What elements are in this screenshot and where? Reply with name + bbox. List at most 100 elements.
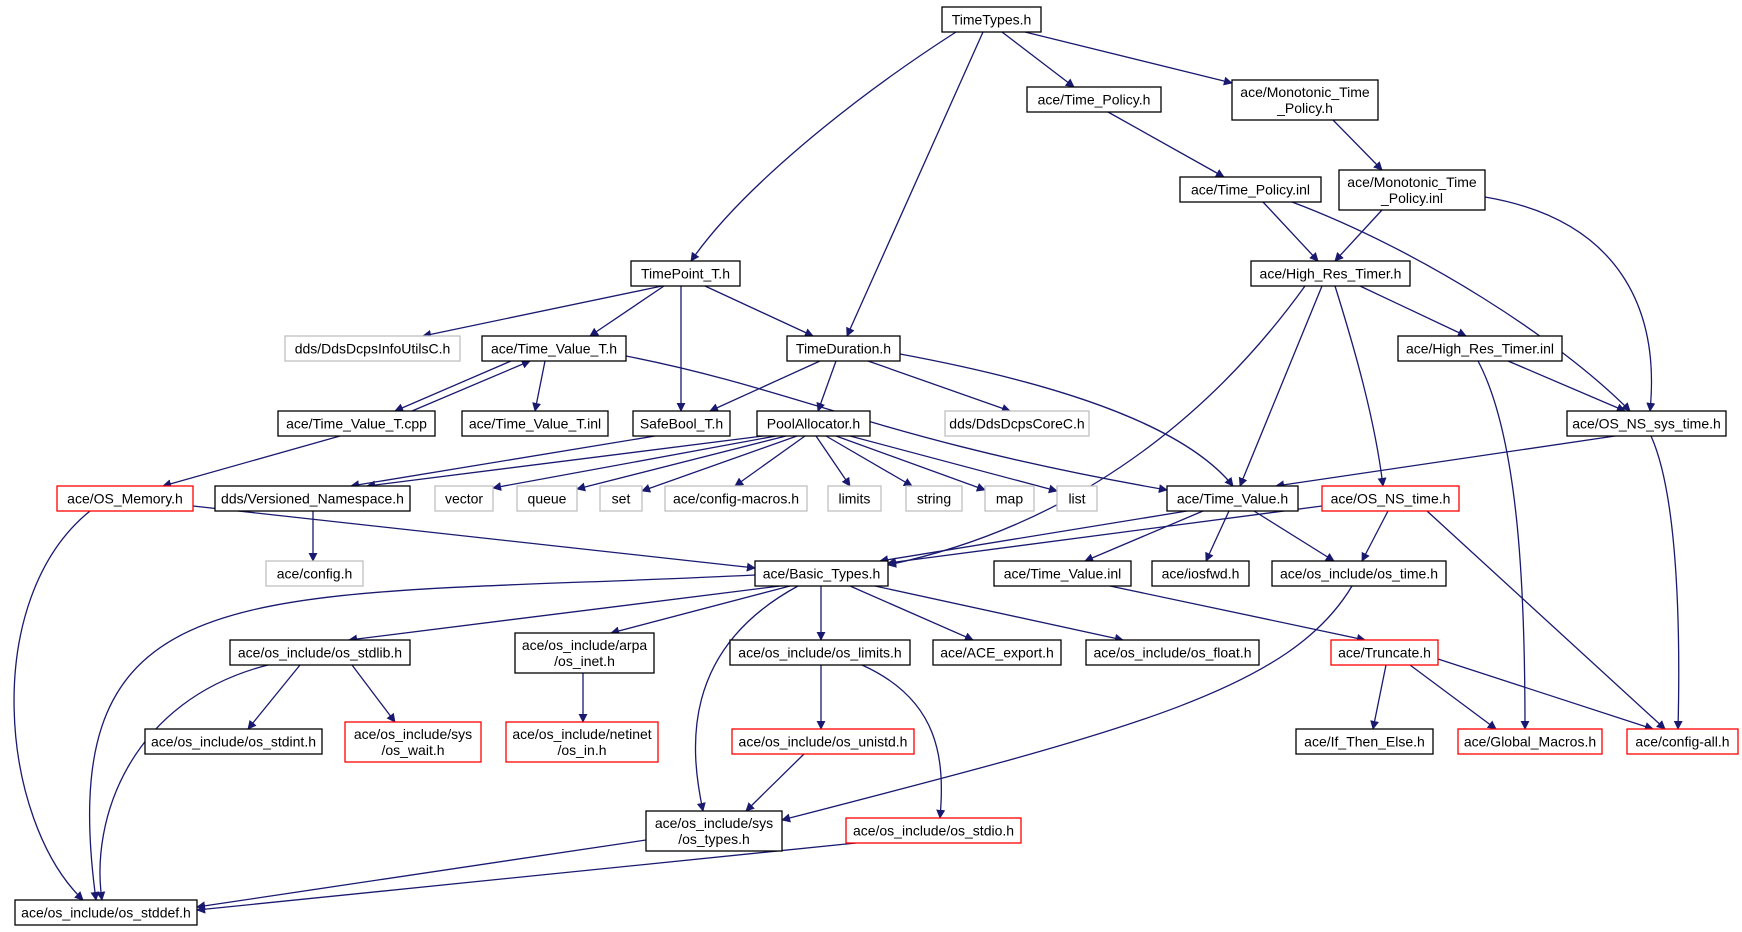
node-ace-os-include-os-stdint-h[interactable]: ace/os_include/os_stdint.h <box>144 728 323 755</box>
node-label-line: list <box>1068 491 1085 507</box>
node-timeduration-h[interactable]: TimeDuration.h <box>786 335 901 362</box>
node-label-line: dds/DdsDcpsCoreC.h <box>949 416 1084 432</box>
edge-ace-os-include-os-stdlib-h-to-ace-os-include-sys-os-wait-h <box>351 664 396 723</box>
node-label-line: dds/DdsDcpsInfoUtilsC.h <box>295 341 451 357</box>
node-ace-time-value-inl[interactable]: ace/Time_Value.inl <box>993 560 1132 587</box>
node-ace-os-ns-sys-time-h[interactable]: ace/OS_NS_sys_time.h <box>1566 410 1727 437</box>
node-box <box>845 817 1022 844</box>
node-ace-config-macros-h[interactable]: ace/config-macros.h <box>664 485 808 512</box>
node-box <box>632 410 731 437</box>
node-ace-time-value-h[interactable]: ace/Time_Value.h <box>1166 485 1299 512</box>
edge-ace-basic-types-h-to-ace-os-include-arpa-os-inet-h <box>610 585 791 636</box>
edge-ace-os-memory-h-to-ace-os-include-os-stddef-h <box>13 510 91 901</box>
node-box <box>1026 86 1162 113</box>
node-timepoint-t-h[interactable]: TimePoint_T.h <box>630 260 741 287</box>
node-limits[interactable]: limits <box>827 485 882 512</box>
node-label-line: ace/iosfwd.h <box>1162 566 1240 582</box>
node-ace-os-include-os-stdio-h[interactable]: ace/os_include/os_stdio.h <box>845 817 1022 844</box>
node-ace-config-all-h[interactable]: ace/config-all.h <box>1626 728 1739 755</box>
node-dds-ddsdcpsinfoutilsc-h[interactable]: dds/DdsDcpsInfoUtilsC.h <box>284 335 461 362</box>
node-label-line: SafeBool_T.h <box>640 416 723 432</box>
edge-ace-monotonic-time-policy-inl-to-ace-os-ns-sys-time-h <box>1484 196 1656 412</box>
node-label-line: ace/config-macros.h <box>673 491 799 507</box>
node-vector[interactable]: vector <box>434 485 494 512</box>
node-label-line: string <box>917 491 951 507</box>
edge-poolallocator-h-to-list <box>849 435 1058 494</box>
node-box <box>1056 485 1098 512</box>
node-ace-monotonic-time-policy-h[interactable]: ace/Monotonic_Time_Policy.h <box>1231 79 1379 121</box>
edge-ace-os-ns-time-h-to-ace-basic-types-h <box>887 505 1323 567</box>
node-ace-os-include-os-limits-h[interactable]: ace/os_include/os_limits.h <box>729 639 911 666</box>
node-ace-time-policy-inl[interactable]: ace/Time_Policy.inl <box>1179 176 1322 203</box>
node-ace-time-value-t-inl[interactable]: ace/Time_Value_T.inl <box>461 410 609 437</box>
node-ace-os-memory-h[interactable]: ace/OS_Memory.h <box>56 485 194 512</box>
node-label-line: ace/Monotonic_Time <box>1347 174 1477 190</box>
node-label-line: ace/os_include/os_stdint.h <box>151 734 316 750</box>
node-ace-monotonic-time-policy-inl[interactable]: ace/Monotonic_Time_Policy.inl <box>1338 169 1486 211</box>
node-box <box>1457 728 1603 755</box>
node-box <box>284 335 461 362</box>
edge-timeduration-h-to-dds-ddsdcpscorec-h <box>867 360 1011 413</box>
node-ace-high-res-timer-inl[interactable]: ace/High_Res_Timer.inl <box>1397 335 1563 362</box>
node-safebool-t-h[interactable]: SafeBool_T.h <box>632 410 731 437</box>
node-string[interactable]: string <box>905 485 963 512</box>
edge-poolallocator-h-to-string <box>825 435 913 487</box>
edge-ace-time-value-t-cpp-to-ace-os-memory-h <box>162 435 341 489</box>
edge-ace-os-ns-sys-time-h-to-ace-time-value-h <box>1275 435 1616 490</box>
node-ace-global-macros-h[interactable]: ace/Global_Macros.h <box>1457 728 1603 755</box>
edge-ace-truncate-h-to-ace-if-then-else-h <box>1370 664 1387 730</box>
node-label-line: ace/Time_Value.inl <box>1004 566 1122 582</box>
edge-ace-basic-types-h-to-ace-os-include-os-stdlib-h <box>348 585 781 644</box>
node-ace-os-ns-time-h[interactable]: ace/OS_NS_time.h <box>1321 485 1460 512</box>
node-ace-os-include-os-time-h[interactable]: ace/os_include/os_time.h <box>1271 560 1447 587</box>
node-queue[interactable]: queue <box>516 485 578 512</box>
node-ace-os-include-netinet-os-in-h[interactable]: ace/os_include/netinet/os_in.h <box>505 721 659 763</box>
node-label-line: vector <box>445 491 483 507</box>
node-ace-os-include-os-stddef-h[interactable]: ace/os_include/os_stddef.h <box>14 899 198 926</box>
node-ace-os-include-os-unistd-h[interactable]: ace/os_include/os_unistd.h <box>731 728 915 755</box>
node-label-line: ace/os_include/os_limits.h <box>738 645 901 661</box>
node-ace-if-then-else-h[interactable]: ace/If_Then_Else.h <box>1295 728 1434 755</box>
node-dds-ddsdcpscorec-h[interactable]: dds/DdsDcpsCoreC.h <box>944 410 1090 437</box>
edge-ace-os-include-os-time-h-to-ace-os-include-sys-os-types-h <box>781 585 1353 823</box>
node-map[interactable]: map <box>984 485 1035 512</box>
node-box <box>731 728 915 755</box>
node-label-line: ace/os_include/os_time.h <box>1280 566 1438 582</box>
node-label-line: PoolAllocator.h <box>767 416 860 432</box>
node-label-line: ace/Time_Policy.inl <box>1191 182 1310 198</box>
edge-ace-time-value-t-cpp-to-ace-time-value-t-h <box>411 360 531 412</box>
node-ace-time-policy-h[interactable]: ace/Time_Policy.h <box>1026 86 1162 113</box>
node-poolallocator-h[interactable]: PoolAllocator.h <box>756 410 871 437</box>
node-box <box>984 485 1035 512</box>
node-label-line: _Policy.h <box>1276 100 1333 116</box>
node-label-line: /os_in.h <box>557 742 606 758</box>
node-list[interactable]: list <box>1056 485 1098 512</box>
edge-poolallocator-h-to-map <box>835 435 986 492</box>
node-ace-high-res-timer-h[interactable]: ace/High_Res_Timer.h <box>1250 260 1411 287</box>
edge-ace-high-res-timer-inl-to-ace-global-macros-h <box>1477 360 1530 730</box>
node-dds-versioned-namespace-h[interactable]: dds/Versioned_Namespace.h <box>214 485 411 512</box>
node-ace-os-include-sys-os-wait-h[interactable]: ace/os_include/sys/os_wait.h <box>344 721 482 763</box>
node-box <box>1566 410 1727 437</box>
node-ace-config-h[interactable]: ace/config.h <box>265 560 364 587</box>
node-ace-os-include-sys-os-types-h[interactable]: ace/os_include/sys/os_types.h <box>645 810 783 852</box>
node-ace-os-include-os-stdlib-h[interactable]: ace/os_include/os_stdlib.h <box>229 639 411 666</box>
node-box <box>14 899 198 926</box>
edge-timetypes-h-to-timeduration-h <box>846 31 984 337</box>
edge-ace-high-res-timer-h-to-ace-time-value-h <box>1238 285 1323 487</box>
node-ace-time-value-t-cpp[interactable]: ace/Time_Value_T.cpp <box>277 410 436 437</box>
node-label-line: ace/High_Res_Timer.h <box>1260 266 1402 282</box>
node-ace-ace-export-h[interactable]: ace/ACE_export.h <box>932 639 1062 666</box>
node-box <box>786 335 901 362</box>
node-ace-iosfwd-h[interactable]: ace/iosfwd.h <box>1151 560 1250 587</box>
node-box <box>277 410 436 437</box>
node-ace-time-value-t-h[interactable]: ace/Time_Value_T.h <box>481 335 627 362</box>
node-set[interactable]: set <box>599 485 643 512</box>
node-ace-os-include-arpa-os-inet-h[interactable]: ace/os_include/arpa/os_inet.h <box>514 632 655 674</box>
edge-timetypes-h-to-ace-monotonic-time-policy-h <box>1024 31 1233 86</box>
node-box <box>1179 176 1322 203</box>
node-ace-truncate-h[interactable]: ace/Truncate.h <box>1330 639 1439 666</box>
node-ace-os-include-os-float-h[interactable]: ace/os_include/os_float.h <box>1085 639 1260 666</box>
node-ace-basic-types-h[interactable]: ace/Basic_Types.h <box>754 560 889 587</box>
